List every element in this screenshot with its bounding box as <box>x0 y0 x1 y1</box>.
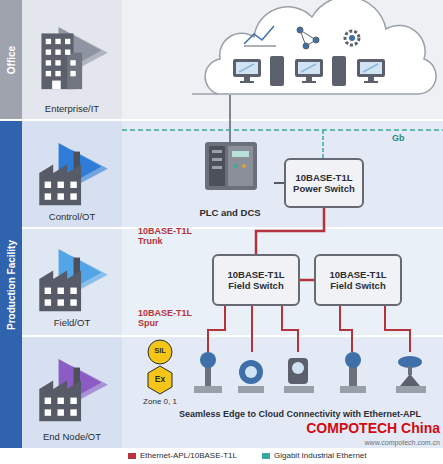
cloud <box>192 0 436 94</box>
node-text: 10BASE-T1L Field Switch <box>218 269 294 292</box>
legend-entry: Gigabit Industrial Ethernet <box>262 451 367 460</box>
watermark: www.compotech.com.cn <box>270 439 440 447</box>
link-type: 10BASE-T1L Trunk <box>138 226 202 247</box>
spur-lines <box>208 306 410 352</box>
tier-label: Enterprise/IT <box>22 104 122 115</box>
node-text: 10BASE-T1L Field Switch <box>320 269 396 292</box>
legend-swatch <box>262 453 270 459</box>
connector <box>300 279 314 282</box>
link-speed: Gb <box>392 133 422 143</box>
link-type: 10BASE-T1L Spur <box>138 308 202 329</box>
switch-box: 10BASE-T1L Field Switch <box>212 254 300 306</box>
zone-band: Office <box>0 0 22 119</box>
building-icons <box>39 27 108 421</box>
node-text: 10BASE-T1L Power Switch <box>290 172 358 195</box>
watermark: COMPOTECH China <box>270 420 440 436</box>
node-text: PLC and DCS <box>199 207 260 218</box>
gigabit-links <box>122 95 443 158</box>
plc-unit: PLC and DCS <box>186 138 274 218</box>
legend-text: Gigabit Industrial Ethernet <box>274 451 367 460</box>
field-instruments <box>194 352 426 393</box>
legend-entry: Ethernet-APL/10BASE-T1L <box>128 451 237 460</box>
legend-swatch <box>128 453 136 459</box>
legend-text: Ethernet-APL/10BASE-T1L <box>140 451 237 460</box>
tier-label: Control/OT <box>22 212 122 223</box>
connector <box>274 182 284 184</box>
safety-badge-text: SIL <box>146 347 174 356</box>
switch-box: 10BASE-T1L Field Switch <box>314 254 402 306</box>
caption: Seamless Edge to Cloud Connectivity with… <box>160 409 440 419</box>
zone-note: Zone 0, 1 <box>130 397 190 406</box>
tier-label: Field/OT <box>22 318 122 329</box>
plc-device <box>205 142 257 190</box>
zone-band: Production Facility <box>0 121 22 448</box>
node-text: Office <box>6 45 17 73</box>
tier-label: End Node/OT <box>22 432 122 443</box>
connector <box>256 208 324 254</box>
safety-badge-text: Ex <box>146 375 174 385</box>
node-text: Production Facility <box>6 239 17 329</box>
switch-box: 10BASE-T1L Power Switch <box>284 158 364 208</box>
